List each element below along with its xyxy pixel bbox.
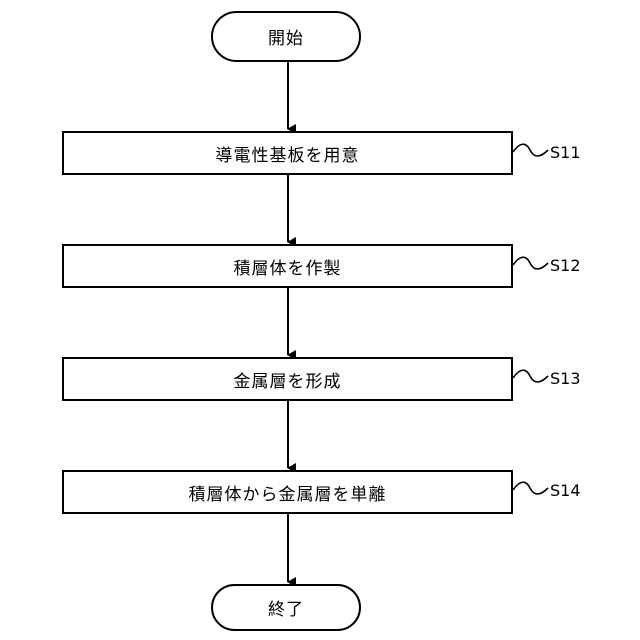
end-terminal: 終了 [211, 584, 361, 631]
leader-s11 [513, 144, 548, 156]
step-text-s11: 導電性基板を用意 [216, 141, 360, 166]
start-terminal: 開始 [211, 11, 361, 62]
step-box-s11: 導電性基板を用意 [62, 131, 513, 175]
start-label: 開始 [268, 24, 304, 49]
step-box-s12: 積層体を作製 [62, 244, 513, 288]
step-label-s14: S14 [550, 483, 581, 499]
step-text-s12: 積層体を作製 [234, 254, 342, 279]
step-box-s13: 金属層を形成 [62, 357, 513, 401]
step-box-s14: 積層体から金属層を単離 [62, 470, 513, 514]
step-label-s13: S13 [550, 371, 581, 387]
leader-s13 [513, 370, 548, 382]
end-label: 終了 [268, 595, 304, 620]
step-label-s12: S12 [550, 258, 581, 274]
leader-s14 [513, 482, 548, 494]
leader-s12 [513, 257, 548, 269]
step-text-s13: 金属層を形成 [234, 367, 342, 392]
step-text-s14: 積層体から金属層を単離 [189, 480, 387, 505]
step-label-s11: S11 [550, 145, 581, 161]
